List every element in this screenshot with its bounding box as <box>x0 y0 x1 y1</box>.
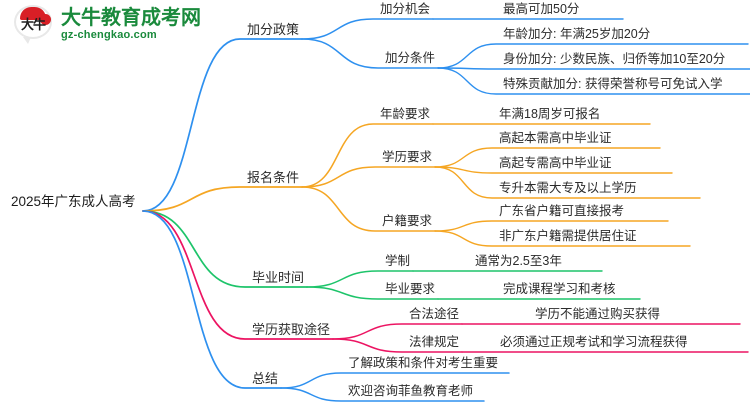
mindmap-leaf-2-2-1[interactable]: 高起本需高中毕业证 <box>499 131 612 145</box>
mindmap-edge <box>306 286 439 300</box>
mindmap-branch-4[interactable]: 学历获取途径 <box>252 322 331 337</box>
mindmap-leaf-3-1-1[interactable]: 通常为2.5至3年 <box>475 254 562 268</box>
mindmap-subbranch-3-2[interactable]: 毕业要求 <box>385 282 436 296</box>
mindmap-edge <box>142 210 282 389</box>
site-logo: 大牛 大牛教育成考网 gz-chengkao.com <box>14 4 201 44</box>
mindmap-edge <box>280 372 510 389</box>
mindmap-subbranch-2-3[interactable]: 户籍要求 <box>382 214 433 228</box>
mindmap-edge <box>301 166 436 188</box>
mindmap-subbranch-2-2[interactable]: 学历要求 <box>382 150 433 164</box>
mindmap-branch-5[interactable]: 总结 <box>252 371 279 386</box>
mindmap-edge <box>142 38 303 212</box>
logo-red-dot-shape <box>40 14 51 25</box>
mindmap-leaf-3-2-1[interactable]: 完成课程学习和考核 <box>503 282 616 296</box>
mindmap-edge <box>332 323 463 340</box>
mindmap-edge <box>332 338 463 353</box>
mindmap-edge <box>434 166 673 174</box>
mindmap-edge <box>301 186 436 232</box>
mindmap-edge <box>142 210 308 288</box>
logo-bubble-tail <box>23 37 31 44</box>
mindmap-edge <box>434 220 669 232</box>
mindmap-root-node[interactable]: 2025年广东成人高考 <box>11 194 136 209</box>
mindmap-edge <box>434 166 701 199</box>
mindmap-leaf-4-1-1[interactable]: 学历不能通过购买获得 <box>535 307 661 321</box>
mindmap-subbranch-5-2[interactable]: 欢迎咨询菲鱼教育老师 <box>348 384 474 398</box>
mindmap-leaf-4-2-1[interactable]: 必须通过正规考试和学习流程获得 <box>500 335 688 349</box>
mindmap-edge <box>306 270 414 288</box>
mindmap-subbranch-5-1[interactable]: 了解政策和条件对考生重要 <box>348 356 499 370</box>
mindmap-edge <box>142 210 334 340</box>
mindmap-edge <box>434 147 661 168</box>
mindmap-edge <box>437 67 750 70</box>
logo-text-block: 大牛教育成考网 gz-chengkao.com <box>61 7 201 42</box>
mindmap-leaf-2-3-1[interactable]: 广东省户籍可直接报考 <box>499 204 625 218</box>
mindmap-edge <box>301 18 434 40</box>
mindmap-branch-2[interactable]: 报名条件 <box>247 170 300 185</box>
mindmap-leaf-2-1-1[interactable]: 年满18周岁可报名 <box>499 107 601 121</box>
mindmap-subbranch-1-1[interactable]: 加分机会 <box>380 2 431 16</box>
mindmap-leaf-1-2-1[interactable]: 年龄加分: 年满25岁加20分 <box>503 27 651 41</box>
mindmap-subbranch-2-1[interactable]: 年龄要求 <box>380 107 431 121</box>
mindmap-leaf-2-2-2[interactable]: 高起专需高中毕业证 <box>499 156 612 170</box>
mindmap-edge <box>437 67 750 95</box>
mindmap-leaf-2-3-2[interactable]: 非广东户籍需提供居住证 <box>499 229 637 243</box>
mindmap-edge <box>434 230 691 247</box>
mindmap-subbranch-1-2[interactable]: 加分条件 <box>385 51 436 65</box>
mindmap-edge <box>301 123 434 188</box>
mindmap-subbranch-4-1[interactable]: 合法途径 <box>409 307 460 321</box>
mindmap-edge <box>437 43 749 69</box>
mindmap-leaf-2-2-3[interactable]: 专升本需大专及以上学历 <box>499 181 637 195</box>
mindmap-edge <box>280 387 485 402</box>
logo-title: 大牛教育成考网 <box>61 6 201 29</box>
mindmap-branch-1[interactable]: 加分政策 <box>247 22 300 37</box>
mindmap-leaf-1-1-1[interactable]: 最高可加50分 <box>503 2 580 16</box>
mindmap-subbranch-4-2[interactable]: 法律规定 <box>409 335 460 349</box>
logo-mark-icon: 大牛 <box>14 4 54 44</box>
logo-red-cap-shape <box>20 7 46 20</box>
mindmap-edge <box>142 186 303 212</box>
mindmap-leaf-1-2-3[interactable]: 特殊贡献加分: 获得荣誉称号可免试入学 <box>503 77 723 91</box>
logo-mark-text: 大牛 <box>20 17 46 32</box>
logo-url: gz-chengkao.com <box>61 28 157 41</box>
mindmap-edge <box>301 38 439 69</box>
mindmap-leaf-1-2-2[interactable]: 身份加分: 少数民族、归侨等加10至20分 <box>503 52 726 66</box>
mindmap-subbranch-3-1[interactable]: 学制 <box>385 254 411 268</box>
mindmap-branch-3[interactable]: 毕业时间 <box>252 270 305 285</box>
